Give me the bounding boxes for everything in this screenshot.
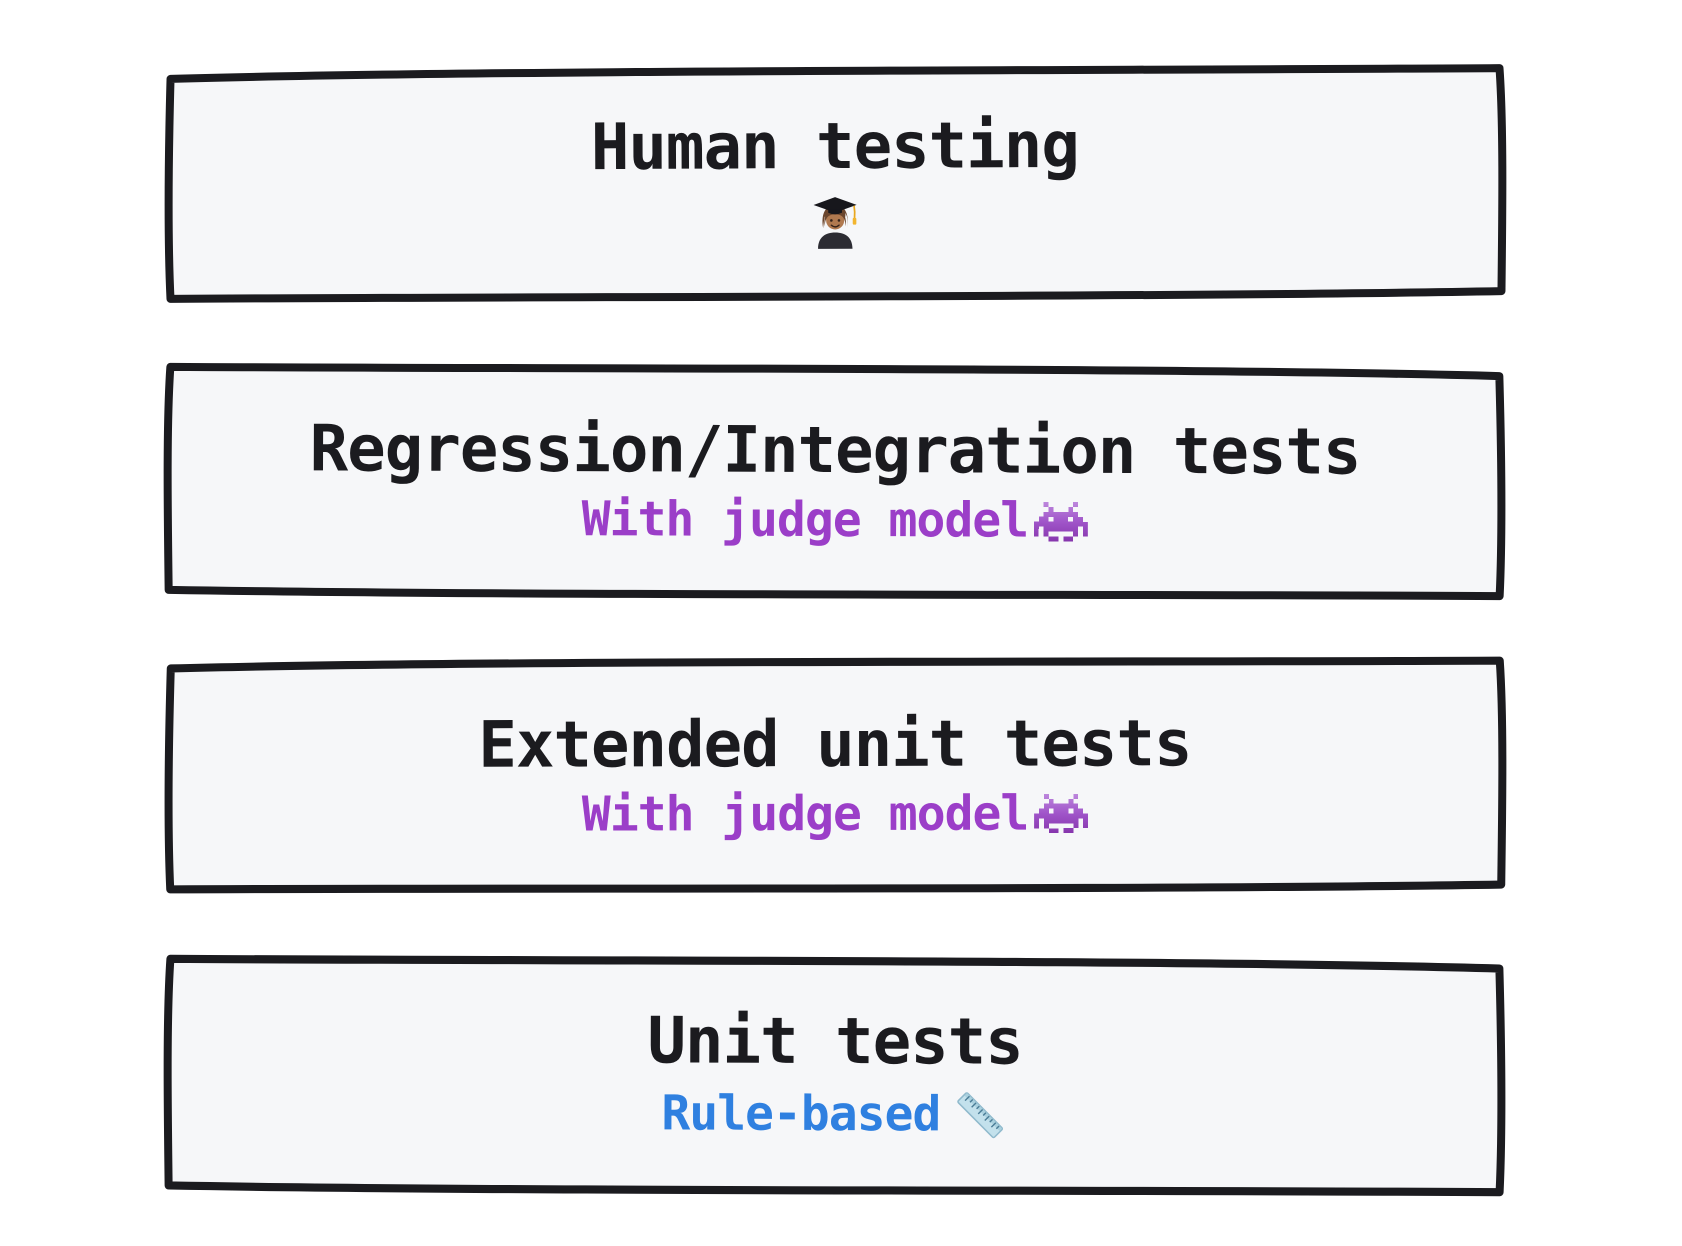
- box-subtitle: With judge model: [581, 491, 1089, 549]
- sketch-border: [163, 362, 1506, 601]
- box-title: Regression/Integration tests: [309, 412, 1361, 490]
- box-unit-tests: Unit tests Rule-based: [160, 950, 1511, 1203]
- subtitle-text: With judge model: [581, 491, 1029, 549]
- student-emoji: [804, 191, 866, 253]
- box-subtitle: With judge model: [581, 785, 1089, 843]
- box-title: Human testing: [590, 109, 1079, 186]
- box-human-testing: Human testing: [159, 59, 1510, 309]
- box-regression-integration-tests: Regression/Integration tests With judge …: [160, 358, 1511, 606]
- box-content: Human testing: [159, 59, 1510, 309]
- subtitle-text: Rule-based: [661, 1085, 941, 1143]
- box-content: Extended unit tests With judge model: [160, 652, 1511, 900]
- subtitle-text: With judge model: [581, 785, 1029, 843]
- box-title: Extended unit tests: [478, 706, 1192, 783]
- box-content: Unit tests Rule-based: [160, 950, 1511, 1203]
- box-title: Unit tests: [647, 1004, 1023, 1081]
- box-subtitle: Rule-based: [661, 1086, 1008, 1143]
- sketch-border: [164, 656, 1507, 894]
- sketch-border: [164, 64, 1507, 303]
- box-content: Regression/Integration tests With judge …: [160, 358, 1511, 606]
- alien-monster-emoji: [1034, 791, 1089, 837]
- alien-monster-emoji: [1034, 498, 1089, 544]
- sketch-border: [163, 954, 1506, 1197]
- box-extended-unit-tests: Extended unit tests With judge model: [160, 652, 1511, 900]
- ruler-emoji: [952, 1087, 1008, 1143]
